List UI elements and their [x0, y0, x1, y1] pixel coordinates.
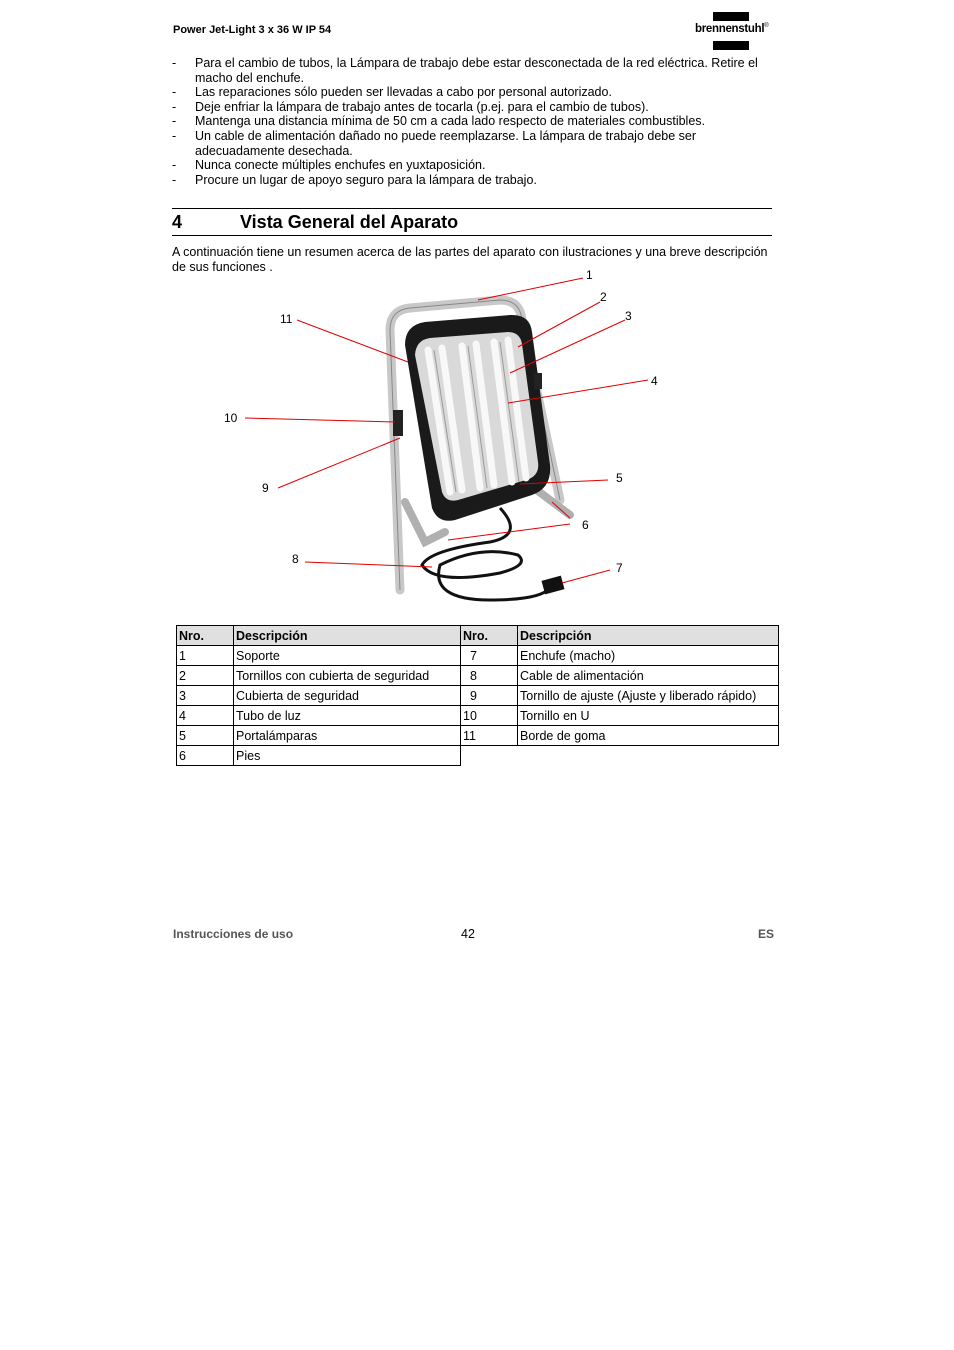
table-cell: 9	[460, 685, 518, 706]
table-cell: Portalámparas	[233, 725, 461, 746]
worklight-drawing	[244, 277, 649, 602]
callout-4: 4	[651, 374, 658, 388]
table-cell: 2	[176, 665, 234, 686]
table-row: 6 Pies	[176, 745, 779, 766]
table-cell: Tornillo en U	[517, 705, 779, 726]
intro-paragraph: A continuación tiene un resumen acerca d…	[172, 245, 768, 274]
section-rule-bottom	[172, 235, 772, 236]
table-cell: Soporte	[233, 645, 461, 666]
column-header: Descripción	[233, 625, 461, 646]
callout-8: 8	[292, 552, 299, 566]
list-item: -Nunca conecte múltiples enchufes en yux…	[172, 158, 486, 173]
callout-11: 11	[280, 312, 293, 326]
table-cell: 11	[460, 725, 518, 746]
table-row: 2 Tornillos con cubierta de seguridad 8 …	[176, 665, 779, 686]
table-cell: Cable de alimentación	[517, 665, 779, 686]
column-header: Nro.	[176, 625, 234, 646]
table-cell-empty	[518, 746, 779, 766]
column-header: Descripción	[517, 625, 779, 646]
table-row: 4 Tubo de luz 10 Tornillo en U	[176, 705, 779, 726]
callout-9: 9	[262, 481, 269, 495]
callout-3: 3	[625, 309, 632, 323]
section-title: Vista General del Aparato	[240, 212, 459, 232]
list-item: -Deje enfriar la lámpara de trabajo ante…	[172, 99, 649, 114]
table-cell: 1	[176, 645, 234, 666]
list-item: -Las reparaciones sólo pueden ser llevad…	[172, 85, 612, 100]
footer-label: Instrucciones de uso	[173, 927, 294, 941]
list-item: -Para el cambio de tubos, la Lámpara de …	[172, 56, 758, 85]
table-cell: Tornillo de ajuste (Ajuste y liberado rá…	[517, 685, 779, 706]
table-cell-empty	[461, 746, 518, 766]
document-title: Power Jet-Light 3 x 36 W IP 54	[173, 24, 332, 36]
table-row: 1 Soporte 7 Enchufe (macho)	[176, 645, 779, 666]
parts-table: Nro. Descripción Nro. Descripción 1 Sopo…	[176, 625, 779, 766]
table-cell: 5	[176, 725, 234, 746]
worklight-illustration: 1 2 3 4 5 6 7 8 9 10 11	[200, 268, 660, 615]
list-item: -Mantenga una distancia mínima de 50 cm …	[172, 114, 706, 129]
callout-1: 1	[586, 268, 593, 282]
table-cell: Tornillos con cubierta de seguridad	[233, 665, 461, 686]
callout-7: 7	[616, 561, 623, 575]
table-cell: Pies	[233, 745, 461, 766]
page-number: 42	[461, 927, 475, 941]
callout-6: 6	[582, 518, 589, 532]
table-cell: 8	[460, 665, 518, 686]
section-number: 4	[172, 212, 183, 232]
column-header: Nro.	[460, 625, 518, 646]
callout-2: 2	[600, 290, 607, 304]
table-header-row: Nro. Descripción Nro. Descripción	[176, 625, 779, 646]
table-row: 5 Portalámparas 11 Borde de goma	[176, 725, 779, 746]
safety-bullet-list: -Para el cambio de tubos, la Lámpara de …	[172, 56, 772, 187]
table-cell: 10	[460, 705, 518, 726]
table-cell: Borde de goma	[517, 725, 779, 746]
list-item: -Procure un lugar de apoyo seguro para l…	[172, 172, 537, 187]
table-cell: 7	[460, 645, 518, 666]
brennenstuhl-logo: brennenstuhl®	[695, 12, 777, 50]
section-rule-top	[172, 208, 772, 209]
callout-5: 5	[616, 471, 623, 485]
list-item: -Un cable de alimentación dañado no pued…	[172, 128, 697, 158]
callout-10: 10	[224, 411, 238, 425]
language-code: ES	[758, 927, 775, 941]
table-cell: 4	[176, 705, 234, 726]
table-cell: 6	[176, 745, 234, 766]
table-cell: Enchufe (macho)	[517, 645, 779, 666]
table-cell: Tubo de luz	[233, 705, 461, 726]
logo-bar-bottom	[713, 41, 749, 50]
logo-wordmark: brennenstuhl®	[695, 23, 769, 35]
logo-bar-top	[713, 12, 749, 21]
table-cell: Cubierta de seguridad	[233, 685, 461, 706]
table-row: 3 Cubierta de seguridad 9 Tornillo de aj…	[176, 685, 779, 706]
table-cell: 3	[176, 685, 234, 706]
